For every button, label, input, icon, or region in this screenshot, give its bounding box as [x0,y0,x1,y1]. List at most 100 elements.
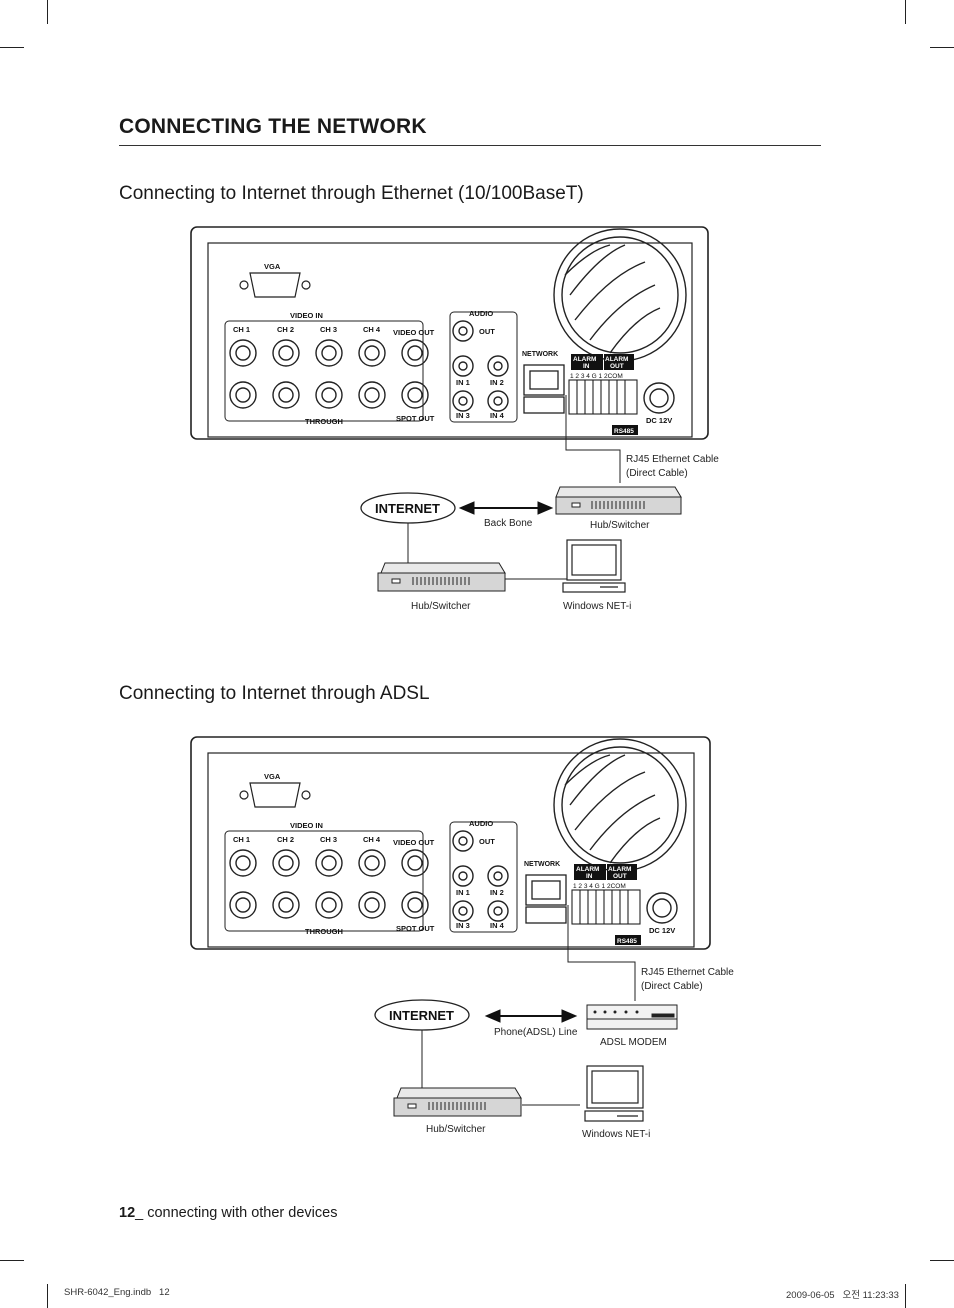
audio-label: AUDIO [469,819,493,828]
ch1-label: CH 1 [233,325,250,334]
in2-label: IN 2 [490,888,504,897]
internet-label: INTERNET [389,1008,454,1023]
spot-out-label: SPOT OUT [396,924,435,933]
ch4-label: CH 4 [363,325,381,334]
through-label: THROUGH [305,927,343,936]
panel-labels: VGA VIDEO IN CH 1 CH 2 CH 3 CH 4 VIDEO O… [233,772,675,945]
section-title: CONNECTING THE NETWORK [119,115,427,138]
hub-switcher-bottom [377,562,506,592]
pc-monitor [562,539,626,593]
panel-labels: VGA VIDEO IN CH 1 CH 2 CH 3 CH 4 VIDEO O… [233,262,672,435]
network-port [525,874,567,924]
subtitle-ethernet: Connecting to Internet through Ethernet … [119,183,584,204]
alarm-out-label: ALARM [605,356,628,363]
audio-out-label: OUT [479,837,495,846]
audio-out-label: OUT [479,327,495,336]
alarm-out-sub: OUT [613,873,627,880]
video-out-label: VIDEO OUT [393,328,435,337]
ch3-label: CH 3 [320,325,337,334]
bnc-connectors [229,849,429,919]
vga-port [239,272,311,298]
crop-mark [0,47,24,48]
rs485-label: RS485 [614,428,634,435]
ch3-label: CH 3 [320,835,337,844]
ch2-label: CH 2 [277,325,294,334]
pc-label: Windows NET-i [563,601,631,612]
hub-bottom-label: Hub/Switcher [411,601,471,612]
print-date-info: 2009-06-05 오전 11:23:33 [786,1290,899,1301]
audio-label: AUDIO [469,309,493,318]
adsl-modem [586,1004,678,1030]
crop-mark [905,1284,906,1308]
alarm-in-sub: IN [586,873,593,880]
video-in-label: VIDEO IN [290,821,323,830]
pc-monitor [584,1065,644,1122]
crop-mark [47,1284,48,1308]
in2-label: IN 2 [490,378,504,387]
cable-label-line2: (Direct Cable) [626,468,688,479]
adsl-line-label: Phone(ADSL) Line [494,1027,578,1038]
vga-label: VGA [264,262,281,271]
ethernet-diagram: VGA VIDEO IN CH 1 CH 2 CH 3 CH 4 VIDEO O… [190,226,719,612]
rj45-cable [565,395,621,483]
crop-mark [47,0,48,24]
cable-label-line1: RJ45 Ethernet Cable [641,967,734,978]
hub-switcher [393,1087,522,1117]
alarm-out-label: ALARM [608,866,631,873]
bnc-connectors [229,339,429,409]
backbone-label: Back Bone [484,518,533,529]
network-label: NETWORK [524,861,560,868]
in3-label: IN 3 [456,411,470,420]
adsl-diagram: VGA VIDEO IN CH 1 CH 2 CH 3 CH 4 VIDEO O… [190,736,734,1140]
alarm-in-label: ALARM [576,866,599,873]
video-out-label: VIDEO OUT [393,838,435,847]
ch4-label: CH 4 [363,835,381,844]
alarm-in-sub: IN [583,363,590,370]
hub-label: Hub/Switcher [426,1124,486,1135]
video-in-label: VIDEO IN [290,311,323,320]
network-label: NETWORK [522,351,558,358]
fan-grille [553,738,687,872]
in3-label: IN 3 [456,921,470,930]
alarm-out-sub: OUT [610,363,624,370]
fan-grille [553,228,687,362]
in4-label: IN 4 [490,411,505,420]
crop-mark [930,1260,954,1261]
crop-mark [0,1260,24,1261]
print-file-info: SHR-6042_Eng.indb 12 [64,1287,170,1298]
dc-power-jack [646,892,678,924]
adsl-line-arrow [484,1009,578,1023]
in4-label: IN 4 [490,921,505,930]
internet-label: INTERNET [375,501,440,516]
rj45-cable [567,905,636,1001]
network-port [523,364,565,414]
dc-power-jack [643,382,675,414]
crop-mark [905,0,906,24]
alarm-in-label: ALARM [573,356,596,363]
vga-label: VGA [264,772,281,781]
audio-rca-jacks [452,320,509,412]
audio-rca-jacks [452,830,509,922]
in1-label: IN 1 [456,888,470,897]
page-footer: 12_ connecting with other devices [119,1205,337,1221]
crop-mark [930,47,954,48]
hub-switcher-right [555,486,682,515]
terminal-numbers: 1 2 3 4 G 1 2COM [570,373,623,380]
footer-text: _ connecting with other devices [135,1205,338,1221]
hub-right-label: Hub/Switcher [590,520,650,531]
dc12v-label: DC 12V [649,926,675,935]
alarm-terminal-block [568,379,638,415]
subtitle-adsl: Connecting to Internet through ADSL [119,683,430,704]
alarm-terminal-block [571,889,641,925]
spot-out-label: SPOT OUT [396,414,435,423]
pc-label: Windows NET-i [582,1129,650,1140]
terminal-numbers: 1 2 3 4 G 1 2COM [573,883,626,890]
dc12v-label: DC 12V [646,416,672,425]
ch2-label: CH 2 [277,835,294,844]
ch1-label: CH 1 [233,835,250,844]
through-label: THROUGH [305,417,343,426]
cable-label-line2: (Direct Cable) [641,981,703,992]
backbone-arrow [458,501,554,515]
rs485-label: RS485 [617,938,637,945]
vga-port [239,782,311,808]
